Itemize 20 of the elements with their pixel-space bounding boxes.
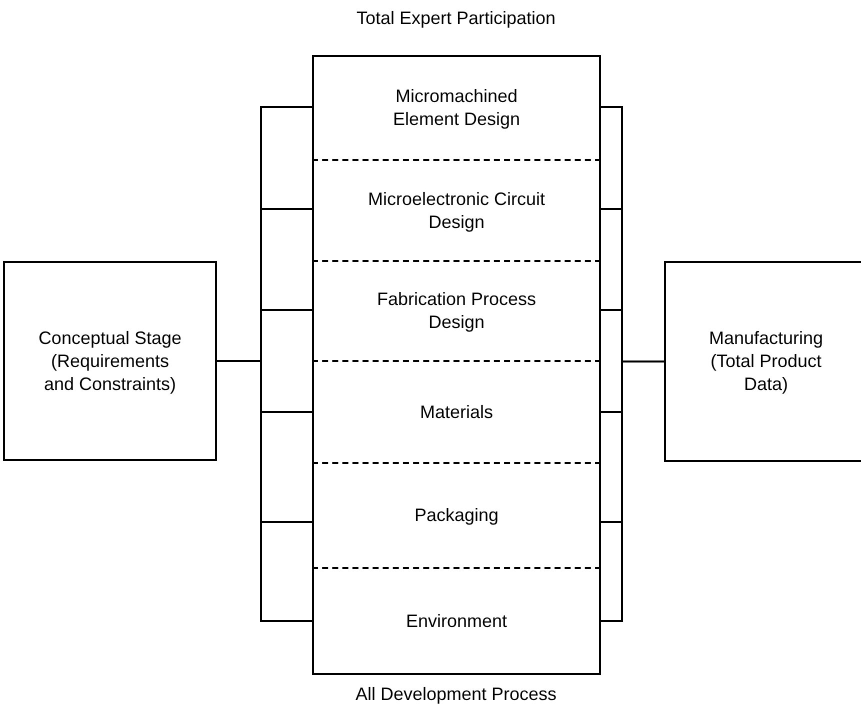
box-label: Microelectronic Circuit Design bbox=[366, 188, 546, 234]
connector-line bbox=[217, 360, 312, 622]
section-box bbox=[312, 462, 601, 567]
section-box bbox=[312, 260, 601, 360]
box-label: Environment bbox=[404, 610, 508, 632]
section-box bbox=[312, 159, 601, 260]
box-label: Manufacturing (Total Product Data) bbox=[708, 327, 824, 396]
box-label: Conceptual Stage (Requirements and Constraints) bbox=[37, 326, 183, 396]
box-label: Packaging bbox=[413, 504, 500, 527]
box-label: Micromachined Element Design bbox=[392, 85, 522, 131]
section-box bbox=[312, 360, 601, 462]
box-label: Materials bbox=[418, 400, 494, 424]
box-label: Fabrication Process Design bbox=[376, 288, 538, 334]
process-box bbox=[3, 261, 217, 461]
section-box bbox=[312, 55, 601, 159]
caption-text: Total Expert Participation bbox=[356, 8, 556, 29]
section-box bbox=[312, 567, 601, 675]
caption-text: All Development Process bbox=[355, 684, 557, 705]
connector-line bbox=[601, 360, 664, 622]
process-box bbox=[664, 261, 861, 462]
